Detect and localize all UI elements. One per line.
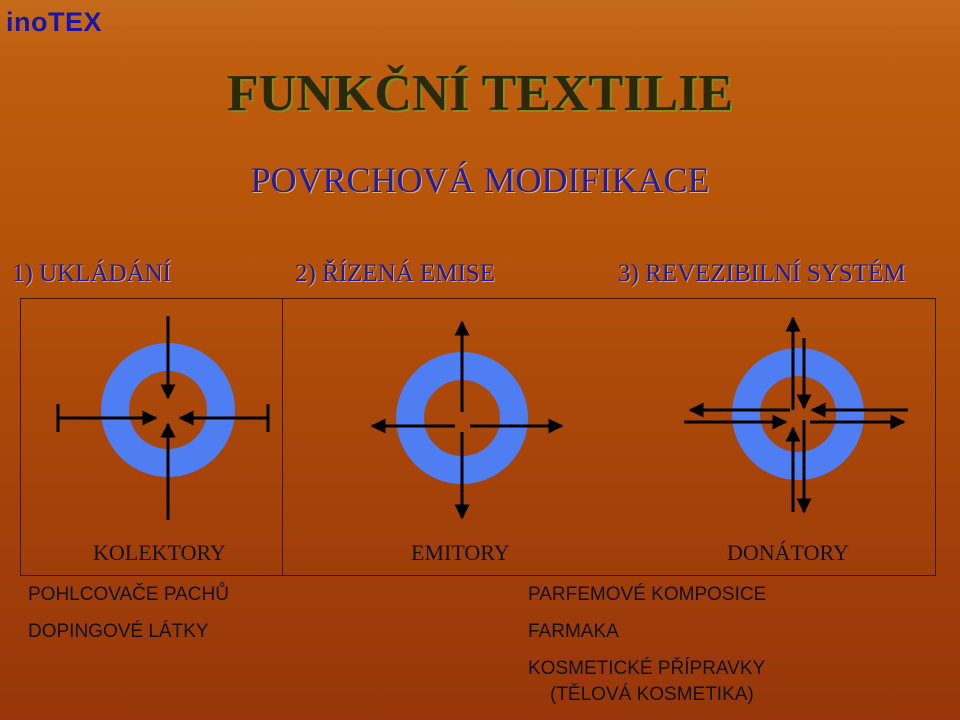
diagram-frame	[20, 298, 936, 576]
emitter-ring-diagram	[370, 320, 564, 520]
category-controlled-emission: 2) ŘÍZENÁ EMISE	[295, 260, 495, 287]
right-list-item: KOSMETICKÉ PŘÍPRAVKY	[528, 658, 766, 679]
label-collectors: KOLEKTORY	[93, 540, 226, 565]
right-list-item: (TĚLOVÁ KOSMETIKA)	[550, 684, 754, 705]
diagram-divider	[282, 298, 283, 576]
left-list-item: POHLCOVAČE PACHŮ	[28, 584, 229, 605]
donor-ring-diagram	[684, 316, 908, 514]
category-reversible-system: 3) REVEZIBILNÍ SYSTÉM	[618, 260, 906, 287]
label-emitters: EMITORY	[411, 540, 510, 565]
inotex-logo: inoTEX	[6, 7, 102, 37]
collector-ring-diagram	[56, 316, 270, 520]
ring-donor	[732, 348, 864, 480]
category-storage: 1) UKLÁDÁNÍ	[12, 260, 171, 287]
page-subtitle: POVRCHOVÁ MODIFIKACE	[250, 160, 710, 200]
label-donors: DONÁTORY	[727, 540, 849, 565]
right-list-item: FARMAKA	[528, 621, 619, 642]
header-band	[0, 0, 960, 66]
right-list-item: PARFEMOVÉ KOMPOSICE	[528, 584, 767, 605]
page-title: FUNKČNÍ TEXTILIE	[226, 65, 734, 122]
left-list-item: DOPINGOVÉ LÁTKY	[28, 621, 209, 642]
